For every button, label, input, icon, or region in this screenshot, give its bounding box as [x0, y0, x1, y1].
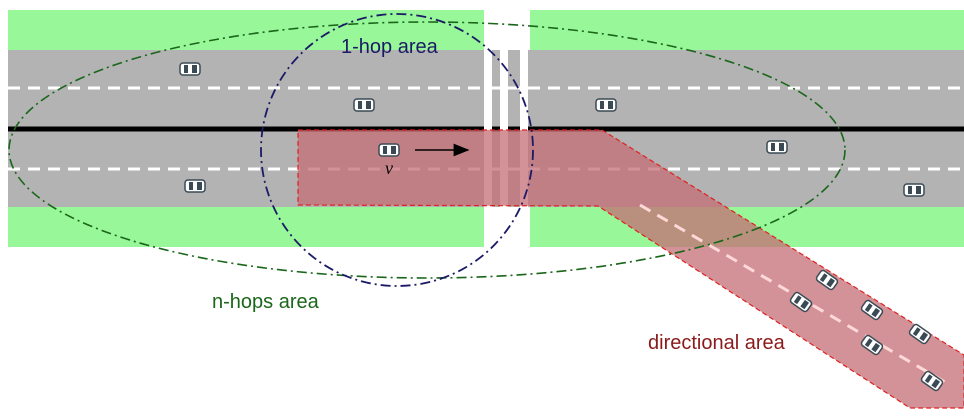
car-icon: [766, 140, 788, 154]
directional-area-label: directional area: [648, 332, 786, 354]
car-icon: [184, 179, 206, 193]
one-hop-area-circle: [260, 13, 534, 287]
one-hop-area-label: 1-hop area: [341, 36, 439, 58]
car-icon-source-vehicle: [378, 143, 400, 157]
n-hops-area-ellipse: [8, 21, 846, 279]
grass-top-right: [530, 10, 964, 50]
n-hops-area-label: n-hops area: [212, 291, 320, 313]
crossing-gap-3: [520, 10, 528, 247]
car-icon: [903, 183, 925, 197]
grass-bottom-left: [8, 207, 484, 247]
grass-top-left: [8, 10, 484, 50]
car-icon: [595, 98, 617, 112]
directional-area-region: [297, 129, 964, 409]
car-icon: [179, 62, 201, 76]
velocity-label: v: [385, 158, 393, 178]
crossing-gap-2: [500, 10, 508, 247]
car-icon: [353, 98, 375, 112]
crossing-gap-1: [484, 10, 492, 247]
